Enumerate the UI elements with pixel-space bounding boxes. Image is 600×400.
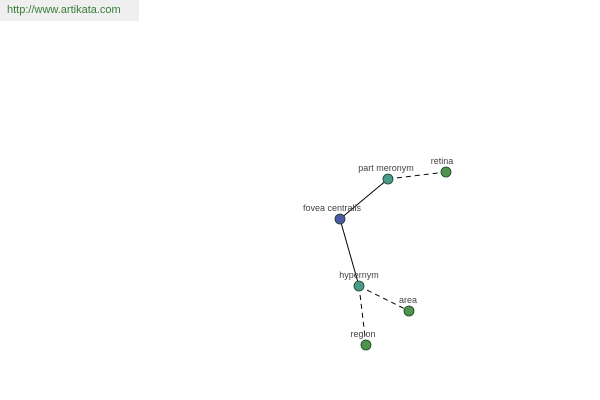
node-part-meronym-label: part meronym xyxy=(358,163,414,173)
node-area[interactable]: area xyxy=(399,295,417,317)
edge-fovea-hypernym xyxy=(339,218,360,287)
node-hypernym-label: hypernym xyxy=(339,270,379,280)
node-area-circle[interactable] xyxy=(403,305,415,317)
node-region-circle[interactable] xyxy=(360,339,372,351)
node-region[interactable]: region xyxy=(350,329,376,351)
node-retina[interactable]: retina xyxy=(431,156,454,178)
node-part-meronym[interactable]: part meronym xyxy=(358,163,414,185)
node-hypernym-circle[interactable] xyxy=(353,280,365,292)
edge-hypernym-region xyxy=(358,285,367,346)
node-retina-circle[interactable] xyxy=(440,166,452,178)
edge-hypernym-area xyxy=(358,285,410,312)
node-fovea-centralis[interactable]: fovea centralis xyxy=(303,203,362,225)
node-retina-label: retina xyxy=(431,156,454,166)
edge-part-meronym-retina xyxy=(387,171,447,180)
node-fovea-circle[interactable] xyxy=(334,213,346,225)
edge-fovea-part-meronym xyxy=(339,178,389,220)
site-url-link[interactable]: http://www.artikata.com xyxy=(7,4,121,16)
node-region-label: region xyxy=(350,329,375,339)
url-bar: http://www.artikata.com xyxy=(0,0,139,21)
node-hypernym[interactable]: hypernym xyxy=(339,270,379,292)
node-part-meronym-circle[interactable] xyxy=(382,173,394,185)
node-fovea-label: fovea centralis xyxy=(303,203,362,213)
node-area-label: area xyxy=(399,295,417,305)
